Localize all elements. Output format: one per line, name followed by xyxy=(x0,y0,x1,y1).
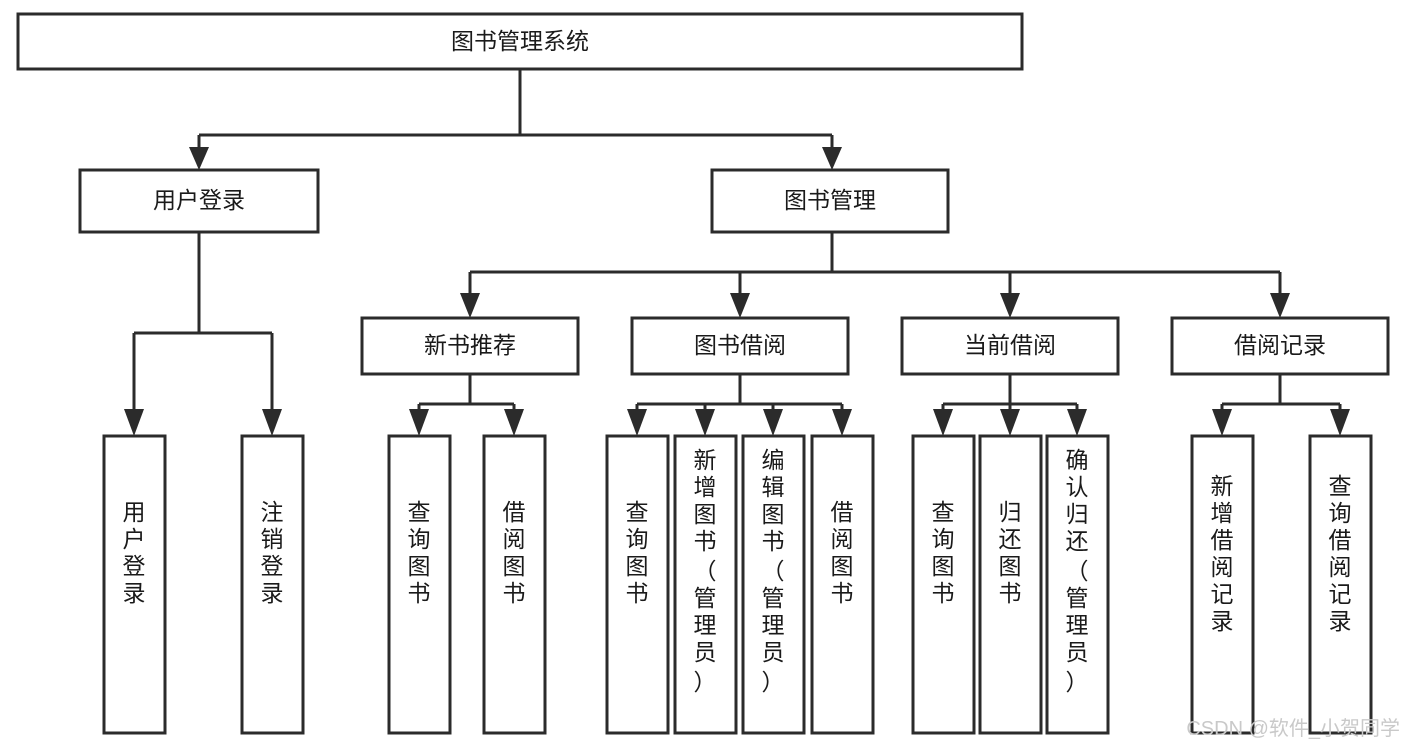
node-leaf-borrow-book-1-label: 借阅图书 xyxy=(503,499,526,606)
node-borrow-record[interactable]: 借阅记录 xyxy=(1170,316,1390,376)
arrow-head-book-borrow xyxy=(730,293,750,318)
arrow-head-leaf-query-book-2 xyxy=(627,409,647,436)
node-leaf-borrow-book-1-box[interactable] xyxy=(482,434,547,735)
node-leaf-return-book-label: 归还图书 xyxy=(999,499,1022,606)
node-leaf-edit-book-box[interactable] xyxy=(741,434,806,735)
node-book-management-label: 图书管理 xyxy=(784,187,876,213)
node-user-login-box[interactable] xyxy=(78,168,320,234)
node-root-box[interactable] xyxy=(16,12,1024,71)
arrow-head-borrow-record xyxy=(1270,293,1290,318)
node-leaf-query-book-3[interactable]: 查询图书 xyxy=(911,434,976,735)
arrow-head-current-borrow xyxy=(1000,293,1020,318)
node-leaf-logout-label: 注销登录 xyxy=(261,499,284,606)
arrow-head-leaf-user-login xyxy=(124,409,144,436)
node-leaf-edit-book[interactable]: 编辑图书（管理员） xyxy=(741,434,806,735)
node-book-borrow[interactable]: 图书借阅 xyxy=(630,316,850,376)
node-book-borrow-label: 图书借阅 xyxy=(694,332,786,358)
node-leaf-query-book-2[interactable]: 查询图书 xyxy=(605,434,670,735)
node-leaf-add-record-label: 新增借阅记录 xyxy=(1211,473,1234,634)
node-new-book-recommend[interactable]: 新书推荐 xyxy=(360,316,580,376)
arrow-head-leaf-logout xyxy=(262,409,282,436)
node-leaf-add-book-label: 新增图书（管理员） xyxy=(694,447,717,695)
node-leaf-borrow-book-2-box[interactable] xyxy=(810,434,875,735)
node-book-borrow-box[interactable] xyxy=(630,316,850,376)
node-leaf-query-book-3-box[interactable] xyxy=(911,434,976,735)
node-leaf-query-book-1-box[interactable] xyxy=(387,434,452,735)
node-leaf-query-record[interactable]: 查询借阅记录 xyxy=(1308,434,1373,735)
node-leaf-add-book[interactable]: 新增图书（管理员） xyxy=(673,434,738,735)
node-leaf-query-record-label: 查询借阅记录 xyxy=(1329,473,1352,634)
node-leaf-query-book-1[interactable]: 查询图书 xyxy=(387,434,452,735)
node-current-borrow-label: 当前借阅 xyxy=(964,332,1056,358)
node-leaf-add-book-box[interactable] xyxy=(673,434,738,735)
node-book-management[interactable]: 图书管理 xyxy=(710,168,950,234)
node-leaf-user-login-box[interactable] xyxy=(102,434,167,735)
node-leaf-query-book-2-label: 查询图书 xyxy=(626,499,649,606)
node-borrow-record-box[interactable] xyxy=(1170,316,1390,376)
node-leaf-logout-box[interactable] xyxy=(240,434,305,735)
node-current-borrow-box[interactable] xyxy=(900,316,1120,376)
node-leaf-edit-book-label: 编辑图书（管理员） xyxy=(762,447,785,695)
node-current-borrow[interactable]: 当前借阅 xyxy=(900,316,1120,376)
node-borrow-record-label: 借阅记录 xyxy=(1234,332,1326,358)
node-root-label: 图书管理系统 xyxy=(451,28,589,54)
node-leaf-query-book-2-box[interactable] xyxy=(605,434,670,735)
arrow-head-leaf-add-record xyxy=(1212,409,1232,436)
arrow-head-leaf-borrow-book-2 xyxy=(832,409,852,436)
node-leaf-query-book-1-label: 查询图书 xyxy=(408,499,431,606)
arrow-head-book-management xyxy=(822,147,842,170)
arrow-head-new-book-recommend xyxy=(460,293,480,318)
node-leaf-logout[interactable]: 注销登录 xyxy=(240,434,305,735)
arrow-head-leaf-query-book-1 xyxy=(409,409,429,436)
arrow-head-leaf-confirm-return xyxy=(1067,409,1087,436)
node-user-login-label: 用户登录 xyxy=(153,187,245,213)
arrow-head-leaf-add-book xyxy=(695,409,715,436)
node-leaf-user-login-label: 用户登录 xyxy=(123,499,146,606)
node-leaf-borrow-book-2-label: 借阅图书 xyxy=(831,499,854,606)
node-leaf-add-record[interactable]: 新增借阅记录 xyxy=(1190,434,1255,735)
csdn-watermark: CSDN @软件_小贺同学 xyxy=(1186,717,1400,740)
node-leaf-query-record-box[interactable] xyxy=(1308,434,1373,735)
node-root[interactable]: 图书管理系统 xyxy=(16,12,1024,71)
arrow-head-leaf-query-book-3 xyxy=(933,409,953,436)
node-leaf-add-record-box[interactable] xyxy=(1190,434,1255,735)
node-new-book-recommend-box[interactable] xyxy=(360,316,580,376)
arrow-head-leaf-edit-book xyxy=(763,409,783,436)
arrow-head-leaf-borrow-book-1 xyxy=(504,409,524,436)
node-leaf-return-book[interactable]: 归还图书 xyxy=(978,434,1043,735)
node-leaf-confirm-return-box[interactable] xyxy=(1045,434,1110,735)
node-leaf-user-login[interactable]: 用户登录 xyxy=(102,434,167,735)
arrow-head-user-login xyxy=(189,147,209,170)
node-new-book-recommend-label: 新书推荐 xyxy=(424,332,516,358)
arrow-head-leaf-query-record xyxy=(1330,409,1350,436)
node-book-management-box[interactable] xyxy=(710,168,950,234)
node-leaf-borrow-book-2[interactable]: 借阅图书 xyxy=(810,434,875,735)
node-user-login[interactable]: 用户登录 xyxy=(78,168,320,234)
edges-layer xyxy=(124,69,1350,436)
arrow-head-leaf-return-book xyxy=(1000,409,1020,436)
node-leaf-query-book-3-label: 查询图书 xyxy=(932,499,955,606)
node-leaf-borrow-book-1[interactable]: 借阅图书 xyxy=(482,434,547,735)
node-leaf-return-book-box[interactable] xyxy=(978,434,1043,735)
node-leaf-confirm-return-label: 确认归还（管理员） xyxy=(1066,447,1089,695)
node-leaf-confirm-return[interactable]: 确认归还（管理员） xyxy=(1045,434,1110,735)
